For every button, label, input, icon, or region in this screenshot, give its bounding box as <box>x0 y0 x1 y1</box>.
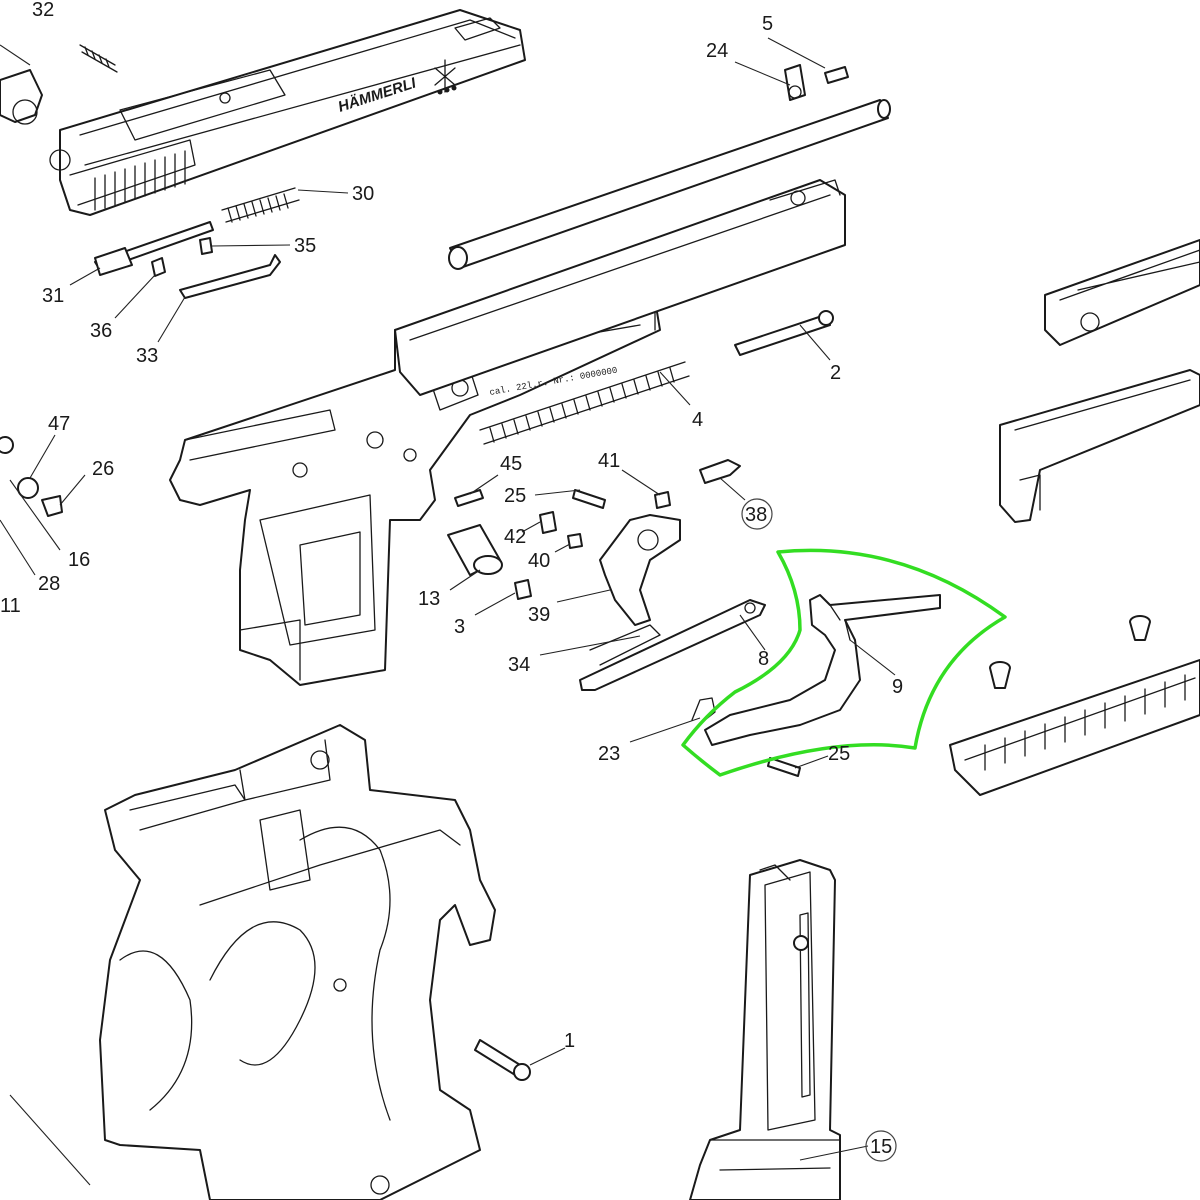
small-parts <box>0 64 849 1081</box>
label-16: 16 <box>68 549 90 571</box>
label-8: 8 <box>758 648 769 670</box>
part-32-shape <box>0 69 43 123</box>
magazine <box>689 859 841 1200</box>
label-1: 1 <box>564 1030 575 1052</box>
trigger-guard-part-9 <box>704 594 941 746</box>
label-41: 41 <box>598 450 620 472</box>
label-42: 42 <box>504 526 526 548</box>
label-31: 31 <box>42 285 64 307</box>
label-5: 5 <box>762 13 773 35</box>
slide-serrations <box>94 150 186 211</box>
label-33: 33 <box>136 345 158 367</box>
slide-assembly: HÄMMERLI <box>0 9 526 216</box>
label-32: 32 <box>32 0 54 21</box>
label-25b: 25 <box>828 743 850 765</box>
label-45: 45 <box>500 453 522 475</box>
label-3: 3 <box>454 616 465 638</box>
label-25a: 25 <box>504 485 526 507</box>
part-labels: 32 5 24 30 35 31 36 33 2 4 47 26 16 28 1… <box>0 0 903 1158</box>
leader-lines <box>0 37 896 1186</box>
label-15: 15 <box>870 1136 892 1158</box>
label-30: 30 <box>352 183 374 205</box>
label-39: 39 <box>528 604 550 626</box>
label-47: 47 <box>48 413 70 435</box>
highlight-outline <box>681 548 1007 777</box>
label-40: 40 <box>528 550 550 572</box>
grip-panel <box>99 724 496 1200</box>
label-28: 28 <box>38 573 60 595</box>
label-36: 36 <box>90 320 112 342</box>
label-11: 11 <box>0 595 21 617</box>
barrel <box>448 99 891 270</box>
top-rail <box>1044 239 1200 346</box>
brand-emblem-icon <box>434 59 457 95</box>
callout-ring-38 <box>741 498 773 530</box>
label-26: 26 <box>92 458 114 480</box>
handguard-channel <box>999 369 1200 523</box>
label-13: 13 <box>418 588 440 610</box>
label-24: 24 <box>706 40 728 62</box>
picatinny-rail <box>949 615 1200 796</box>
label-9: 9 <box>892 676 903 698</box>
label-23: 23 <box>598 743 620 765</box>
label-38: 38 <box>745 504 767 526</box>
label-4: 4 <box>692 409 703 431</box>
label-34: 34 <box>508 654 530 676</box>
label-35: 35 <box>294 235 316 257</box>
callout-ring-15 <box>865 1130 897 1162</box>
label-2: 2 <box>830 362 841 384</box>
barrel-housing <box>394 179 846 396</box>
